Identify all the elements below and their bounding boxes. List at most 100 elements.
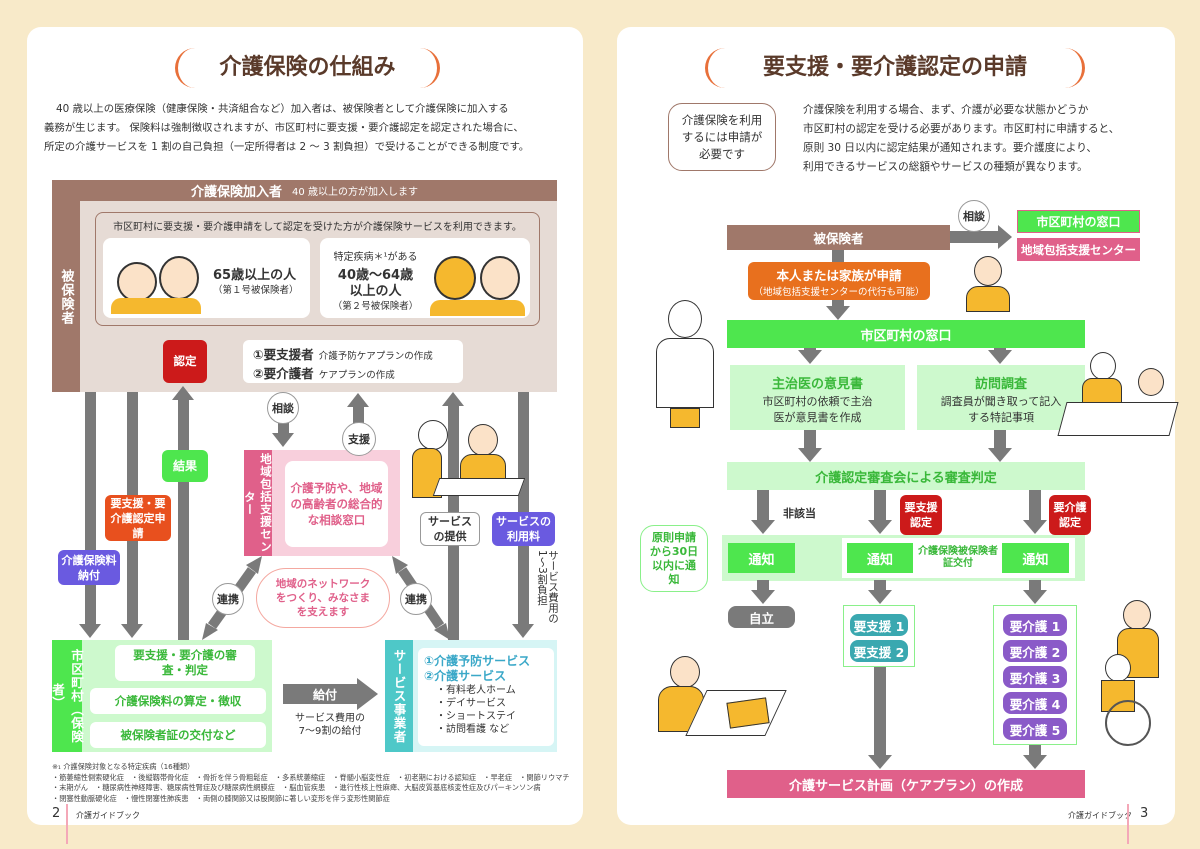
provider-service-prevention: ①介護予防サービス	[424, 654, 531, 668]
notice-support: 通知	[847, 543, 913, 573]
members-bar: 介護保険加入者 40 歳以上の方が加入します	[52, 180, 557, 201]
window-bar: 市区町村の窓口	[727, 320, 1085, 348]
municipality-item-review: 要支援・要介護の審査・判定	[115, 645, 255, 681]
apply-box: 本人または家族が申請 （地域包括支援センターの代行も可能）	[748, 262, 930, 300]
soudan-label: 相談	[267, 392, 299, 424]
result-care-label: ②要介護者	[253, 366, 314, 381]
footer-label-right: 介護ガイドブック	[1068, 811, 1132, 820]
center-small: 地域包括支援センター	[1017, 238, 1140, 261]
provider-service-care: ②介護サービス	[424, 669, 507, 683]
apply-label: 要支援・要介護認定申請	[105, 495, 171, 541]
doctor-illustration	[650, 300, 722, 430]
fee-share-note: サービス費用の1〜3割負担	[536, 550, 559, 624]
page-number-right: 3	[1140, 806, 1149, 821]
group-40-sub: （第２号被保険者）	[332, 301, 419, 312]
group-40-title-1: 40歳〜64歳	[337, 268, 414, 283]
not-applicable-label: 非該当	[783, 507, 816, 520]
kyufu-label: 給付	[312, 687, 337, 702]
kyufu-note: サービス費用の7〜9割の給付	[295, 713, 365, 737]
care-level-4: 要介護 4	[1003, 692, 1067, 714]
careplan-bar: 介護サービス計画（ケアプラン）の作成	[727, 770, 1085, 798]
page-footer-line	[1127, 804, 1129, 844]
intro-text: 40 歳以上の医療保険（健康保険・共済組合など）加入者は、被保険者として介護保険…	[44, 103, 530, 153]
support-level-group	[843, 605, 915, 667]
man-phone-illustration	[966, 256, 1010, 312]
group-40-card: 特定疾病＊¹がある 40歳〜64歳 以上の人 （第２号被保険者）	[320, 238, 530, 318]
visit-survey-title: 訪問調査	[974, 377, 1027, 392]
result-support-desc: 介護予防ケアプランの作成	[318, 351, 433, 362]
arrow-right-soudan	[950, 225, 1012, 249]
service-provide-label: サービスの提供	[420, 512, 480, 546]
result-support-label: ①要支援者	[253, 347, 314, 362]
nintei-badge: 認定	[163, 340, 207, 383]
elderly-couple-illustration	[111, 248, 201, 314]
center-label: 地域包括支援センター	[243, 450, 273, 556]
network-cloud: 地域のネットワークをつくり、みなさまを支えます	[256, 568, 390, 628]
footnote-line: ・筋萎縮性側索硬化症 ・後縦靱帯骨化症 ・骨折を伴う骨粗鬆症 ・多系統萎縮症 ・…	[52, 772, 570, 782]
apply-main: 本人または家族が申請	[776, 267, 902, 283]
footnote-line: ・末期がん ・糖尿病性神経障害、糖尿病性腎症及び糖尿病性網膜症 ・脳血管疾患 ・…	[52, 783, 541, 792]
provider-item: ・有料老人ホーム	[436, 685, 516, 696]
doctor-opinion-box: 主治医の意見書 市区町村の依頼で主治医が意見書を作成	[730, 365, 905, 430]
care-level-3: 要介護 3	[1003, 666, 1067, 688]
care-level-group	[993, 605, 1077, 745]
arrows-docs-to-review	[798, 430, 1012, 462]
provider-item: ・ショートステイ	[436, 711, 516, 722]
notice-care: 通知	[1002, 543, 1069, 573]
support-level-2: 要支援 2	[850, 640, 908, 662]
arrows-review-to-notice	[751, 490, 1047, 534]
page-footer: 介護ガイドブック	[66, 804, 140, 844]
review-bar: 介護認定審査会による審査判定	[727, 462, 1085, 490]
group-40-title-2: 以上の人	[349, 284, 402, 299]
service-fee-label: サービスの利用料	[492, 512, 555, 546]
arrow-down-fee	[512, 392, 534, 638]
support-cert-badge: 要支援認定	[900, 495, 942, 535]
center-desc: 介護予防や、地域の高齢者の総合的な相談窓口	[285, 461, 388, 547]
nintei-results: ①要支援者 介護予防ケアプランの作成 ②要介護者 ケアプランの作成	[243, 340, 463, 383]
renkei-right-label: 連携	[400, 583, 432, 615]
group-65-card: 65歳以上の人 （第１号被保険者）	[103, 238, 310, 318]
arrow-down-premium	[79, 392, 101, 638]
woman-writing-illustration	[650, 650, 787, 770]
footnote-line: ・閉塞性動脈硬化症 ・慢性閉塞性肺疾患 ・両側の膝関節又は股関節に著しい変形を伴…	[52, 793, 390, 803]
arrow-up-result	[172, 386, 194, 640]
page-footer-right: 介護ガイドブック	[1068, 810, 1132, 821]
insured-bar: 被保険者	[727, 225, 950, 250]
page-number: 2	[52, 806, 61, 821]
caregiver-feeding-illustration	[410, 418, 526, 502]
municipality-item-premium: 介護保険料の算定・徴収	[90, 688, 266, 714]
insured-label: 被保険者	[52, 201, 80, 392]
insured-groups-box	[95, 212, 540, 326]
deadline-bubble: 原則申請から30日以内に通知	[640, 525, 708, 592]
notice-independent: 通知	[728, 543, 795, 573]
window-small: 市区町村の窓口	[1017, 210, 1140, 233]
renkei-left-label: 連携	[212, 583, 244, 615]
arrows-notice-to-levels	[751, 580, 1047, 604]
care-level-2: 要介護 2	[1003, 640, 1067, 662]
provider-label: サービス事業者	[385, 640, 413, 752]
provider-item: ・訪問看護 など	[436, 724, 510, 735]
care-cert-badge: 要介護認定	[1049, 495, 1091, 535]
arrows-window-to-docs	[798, 348, 1012, 364]
doctor-opinion-title: 主治医の意見書	[771, 377, 863, 392]
intro-text-right: 介護保険を利用する場合、まず、介護が必要な状態かどうか 市区町村の認定を受ける必…	[803, 104, 1120, 173]
premium-label: 介護保険料納付	[58, 550, 120, 585]
wheelchair-illustration	[1095, 600, 1175, 750]
support-level-1: 要支援 1	[850, 614, 908, 636]
care-level-1: 要介護 1	[1003, 614, 1067, 636]
footnote-title: ※₁ 介護保険対象となる特定疾病（16種類）	[52, 762, 195, 771]
arrow-kyufu	[283, 678, 378, 710]
insured-note: 市区町村に要支援・要介護申請をして認定を受けた方が介護保険サービスを利用できます…	[113, 222, 522, 233]
provider-item: ・デイサービス	[436, 698, 506, 709]
apply-sub: （地域包括支援センターの代行も可能）	[753, 286, 925, 298]
arrows-levels-to-careplan	[868, 667, 1047, 769]
group-65-title: 65歳以上の人	[213, 268, 297, 283]
card-issue-label: 介護保険被保険者証交付	[918, 546, 998, 569]
middle-aged-couple-illustration	[430, 246, 525, 316]
doctor-opinion-desc: 市区町村の依頼で主治医が意見書を作成	[762, 395, 873, 424]
municipality-item-card: 被保険者証の交付など	[90, 722, 266, 748]
footer-label: 介護ガイドブック	[76, 811, 140, 820]
group-65-sub: （第１号被保険者）	[213, 285, 299, 296]
result-label: 結果	[162, 450, 208, 482]
shien-label: 支援	[342, 422, 376, 456]
